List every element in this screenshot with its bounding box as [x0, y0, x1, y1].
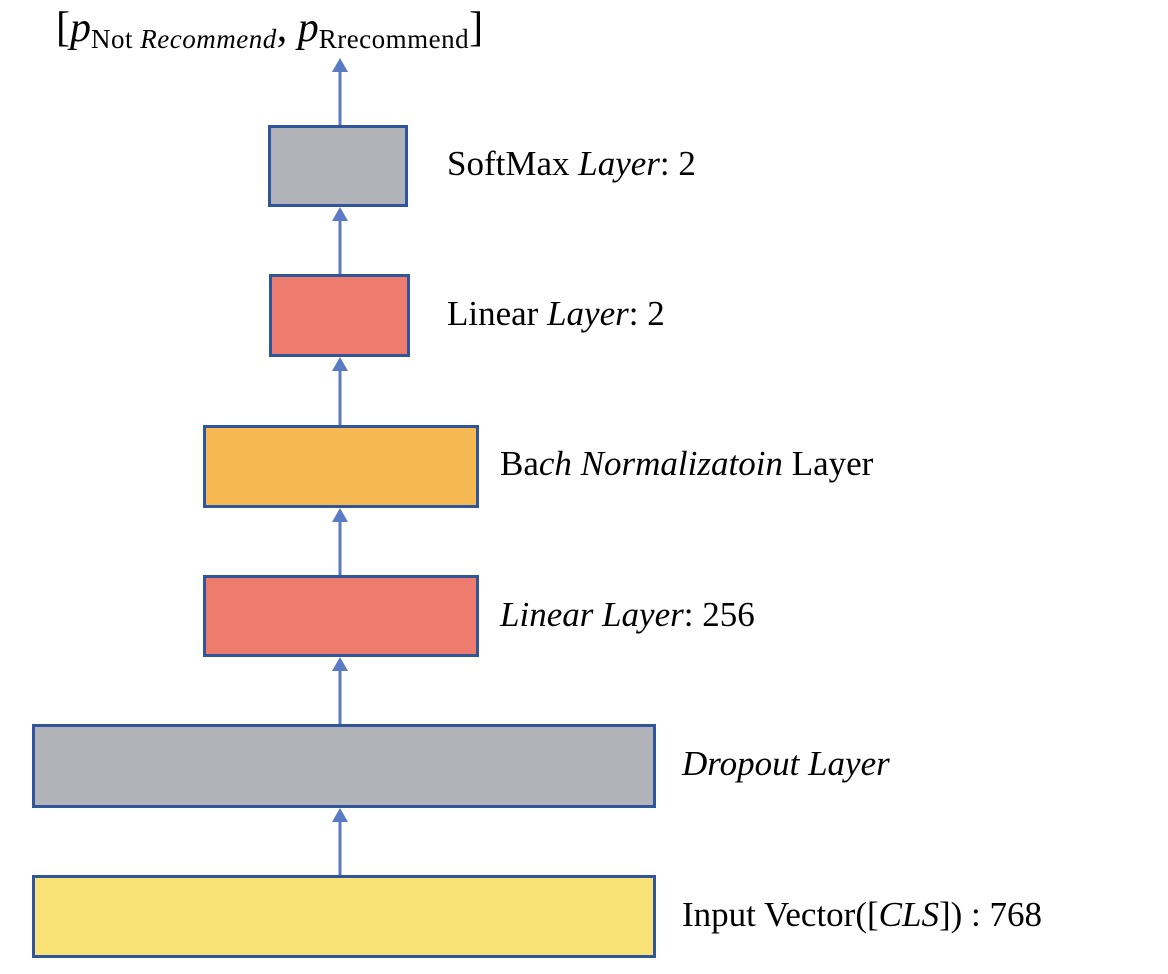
p1-subscript: Not Recommend	[91, 24, 277, 54]
up-arrowhead-icon	[332, 357, 348, 371]
up-arrowhead-icon	[332, 508, 348, 522]
comma: ,	[276, 5, 298, 51]
output-probabilities-label: [pNot Recommend, pRrecommend]	[56, 2, 483, 65]
arrow-softmax-to-output	[331, 58, 349, 125]
arrow-shaft	[338, 69, 342, 125]
arrow-shaft	[338, 668, 342, 724]
layer-box-linear-256	[203, 575, 479, 657]
layer-label-softmax: SoftMax Layer: 2	[447, 144, 696, 183]
arrow-batchnorm-to-linear2	[331, 357, 349, 425]
up-arrowhead-icon	[332, 657, 348, 671]
layer-label-dropout: Dropout Layer	[682, 744, 890, 783]
up-arrowhead-icon	[332, 808, 348, 822]
layer-label-batch-normalization: Bach Normalizatoin Layer	[500, 444, 874, 483]
arrow-dropout-to-linear256	[331, 657, 349, 724]
layer-box-dropout	[32, 724, 656, 808]
layer-box-input-vector	[32, 875, 656, 958]
up-arrowhead-icon	[332, 58, 348, 72]
p2-subscript: Rrecommend	[318, 24, 470, 54]
layer-label-linear-256: Linear Layer: 256	[500, 595, 755, 634]
bracket-close: ]	[469, 5, 484, 51]
arrow-input-to-dropout	[331, 808, 349, 875]
p-symbol-2: p	[297, 5, 319, 51]
arrow-shaft	[338, 819, 342, 875]
layer-box-linear-2	[269, 274, 410, 357]
up-arrowhead-icon	[332, 207, 348, 221]
arrow-linear256-to-batchnorm	[331, 508, 349, 575]
arrow-shaft	[338, 368, 342, 425]
bracket-open: [	[56, 5, 70, 51]
arrow-shaft	[338, 218, 342, 274]
arrow-linear2-to-softmax	[331, 207, 349, 274]
arrow-shaft	[338, 519, 342, 575]
layer-label-input-vector: Input Vector([CLS]) : 768	[682, 895, 1043, 934]
layer-box-batch-normalization	[203, 425, 479, 508]
layer-label-linear-2: Linear Layer: 2	[447, 294, 665, 333]
layer-box-softmax	[268, 125, 408, 207]
p-symbol-1: p	[70, 5, 91, 51]
